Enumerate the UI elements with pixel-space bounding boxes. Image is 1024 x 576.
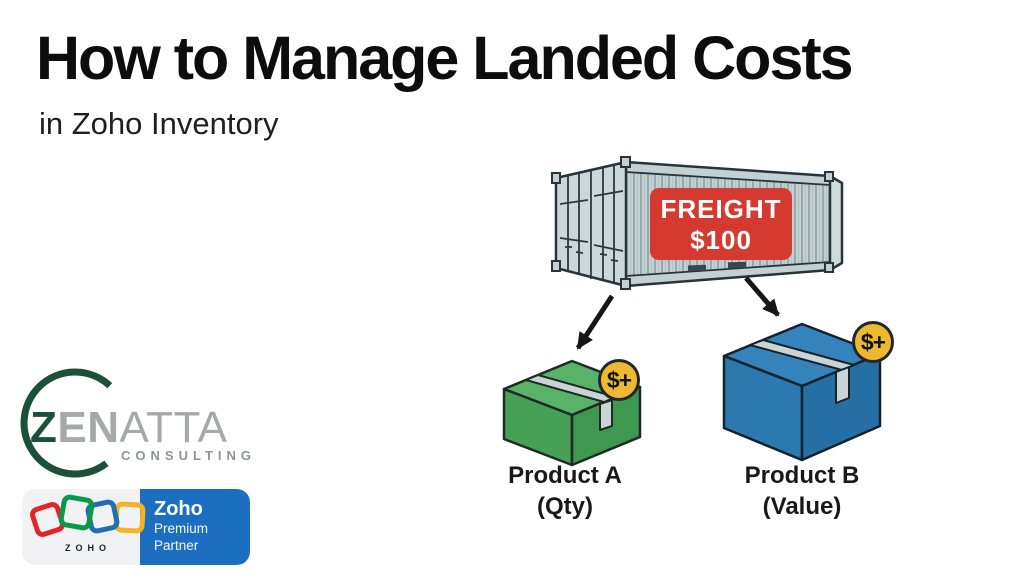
zenatta-tagline: CONSULTING <box>121 448 256 463</box>
product-b-box <box>722 322 882 462</box>
allocation-arrows <box>575 276 780 350</box>
freight-sign-label: FREIGHT <box>660 194 781 224</box>
box-b-tape <box>749 339 855 404</box>
cost-coin-b-label: $+ <box>860 328 886 355</box>
zenatta-circle-logo <box>20 368 113 478</box>
zenatta-z: Z <box>30 403 58 452</box>
page-title: How to Manage Landed Costs <box>36 24 854 92</box>
cost-coin-a: $+ <box>598 359 640 401</box>
freight-sign <box>650 188 792 260</box>
shipping-container-illustration: FREIGHT $100 <box>551 156 844 290</box>
zenatta-arc <box>20 368 113 478</box>
zoho-logo-panel: ZOHO <box>22 489 146 565</box>
freight-sign-amount: $100 <box>690 225 752 255</box>
product-b-name: Product B <box>744 462 860 489</box>
cost-coin-b: $+ <box>852 321 894 363</box>
box-b-right-face <box>800 352 882 462</box>
zoho-logo-text: ZOHO <box>65 543 111 553</box>
container-corner-castings <box>551 156 834 290</box>
zoho-premium-partner-badge: ZOHO Zoho Premium Partner <box>22 489 250 565</box>
cost-coin-a-label: $+ <box>606 366 632 393</box>
container-pockets <box>687 261 747 272</box>
zenatta-wordmark: ZENATTA <box>30 406 227 450</box>
zenatta-en: EN <box>57 403 120 452</box>
zoho-partner-panel: Zoho Premium Partner <box>140 489 250 565</box>
product-b-label: Product B (Value) <box>716 460 888 522</box>
container-end-panel <box>828 174 844 272</box>
zoho-tier-line1: Premium <box>154 521 209 536</box>
zoho-green-square-icon <box>57 493 96 532</box>
product-a-label: Product A (Qty) <box>485 460 645 522</box>
page-subtitle: in Zoho Inventory <box>39 106 279 141</box>
box-a-tape <box>525 374 617 431</box>
product-b-basis: (Value) <box>762 493 842 520</box>
zoho-tier-line2: Partner <box>154 537 199 553</box>
zenatta-atta: ATTA <box>119 403 228 452</box>
zoho-brand-text: Zoho <box>154 498 203 520</box>
product-a-name: Product A <box>508 462 622 489</box>
container-door-details <box>559 165 624 283</box>
arrow-to-product-a <box>575 294 615 350</box>
arrow-to-product-b <box>744 276 780 317</box>
container-rails <box>625 171 831 277</box>
product-a-basis: (Qty) <box>537 493 593 520</box>
